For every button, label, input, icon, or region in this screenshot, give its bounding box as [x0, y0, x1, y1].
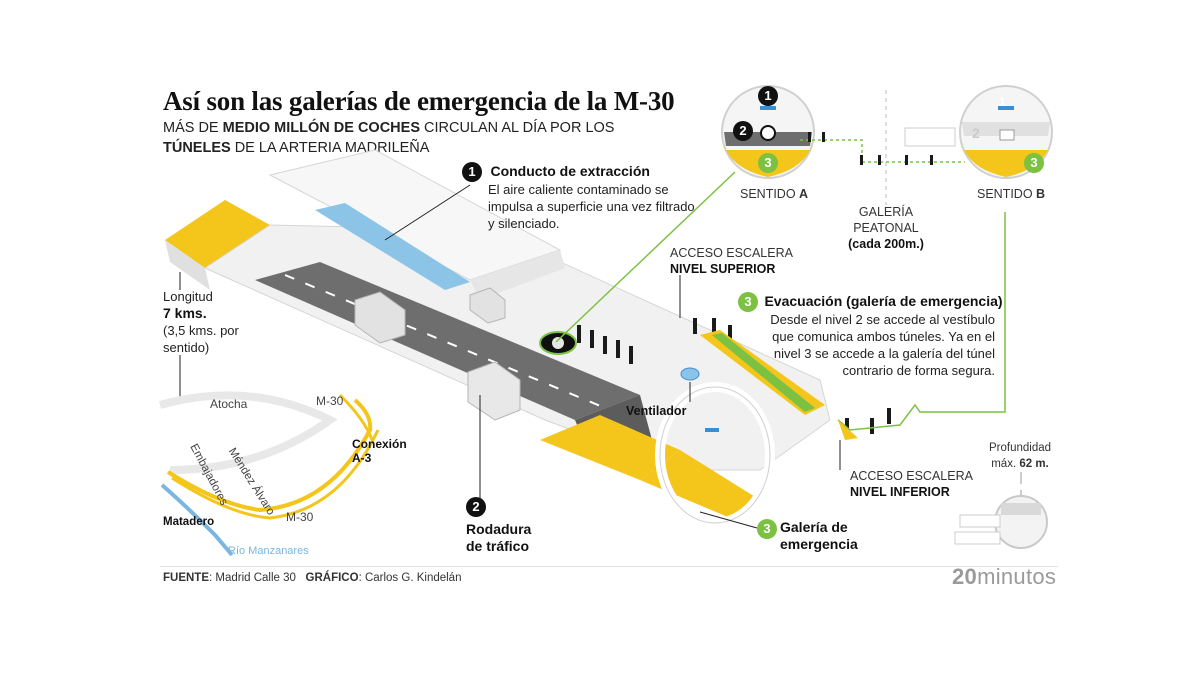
callout-2-title: Rodadura de tráfico: [466, 521, 532, 554]
footer-divider: [160, 566, 1058, 567]
map-m30-bottom: M-30: [286, 510, 314, 524]
mini-a-level-2: 2: [733, 121, 753, 141]
people-walking: [577, 318, 891, 434]
callout-1-title: Conducto de extracción: [490, 163, 650, 179]
truck-3: [469, 287, 506, 324]
fan: [680, 367, 700, 381]
truck-1: [354, 291, 406, 344]
mini-b-level-3: 3: [1024, 153, 1044, 173]
subtitle: MÁS DE MEDIO MILLÓN DE COCHES CIRCULAN A…: [163, 120, 615, 156]
ventilador-label: Ventilador: [626, 404, 687, 418]
callout-galeria: 3: [757, 519, 777, 539]
map-matadero: Matadero: [163, 516, 215, 528]
acceso-superior-label: ACCESO ESCALERA NIVEL SUPERIOR: [670, 246, 793, 276]
footer-credits: FUENTE: Madrid Calle 30 GRÁFICO: Carlos …: [163, 572, 462, 584]
number-badge-2: 2: [466, 497, 486, 517]
number-badge-1: 1: [462, 162, 482, 182]
galeria-peatonal-label: GALERÍA PEATONAL (cada 200m.): [848, 205, 924, 251]
truck-2: [467, 361, 521, 421]
callout-galeria-title: Galería de emergencia: [780, 519, 858, 552]
extraction-duct: [315, 203, 470, 290]
mini-b-level-1: 1: [999, 95, 1006, 109]
river: [160, 483, 234, 557]
map-m30-top: M-30: [316, 394, 344, 408]
floor-gallery: [540, 415, 680, 480]
area-map: [158, 391, 380, 557]
sentido-a-label: SENTIDO A: [740, 187, 809, 201]
page-title: Así son las galerías de emergencia de la…: [163, 86, 675, 116]
acceso-inferior-label: ACCESO ESCALERA NIVEL INFERIOR: [850, 469, 973, 499]
brand-logo: 20minutos: [952, 564, 1057, 589]
mini-a-level-1: 1: [758, 86, 778, 106]
lower-trail: [837, 212, 1006, 431]
tunnel-left-end: [165, 200, 270, 268]
map-atocha: Atocha: [210, 397, 248, 411]
callout-evacuacion: 3 Evacuación (galería de emergencia): [738, 292, 1003, 312]
mini-a-level-3: 3: [758, 153, 778, 173]
callout-extraccion: 1 Conducto de extracción: [462, 162, 650, 182]
number-badge-3: 3: [738, 292, 758, 312]
map-rio: Río Manzanares: [228, 545, 309, 557]
sentido-b-label: SENTIDO B: [977, 187, 1046, 201]
callout-3-title: Evacuación (galería de emergencia): [764, 293, 1003, 309]
depth-indicator: [954, 472, 1048, 549]
callout-1-body: El aire caliente contaminado se impulsa …: [488, 182, 695, 231]
map-conexion: Conexión A-3: [352, 437, 407, 465]
longitud-label: Longitud 7 kms. (3,5 kms. por sentido): [163, 289, 239, 355]
m30-road: [166, 398, 373, 513]
callout-3-body: Desde el nivel 2 se accede al vestíbulo …: [770, 312, 995, 378]
mini-b-level-2: 2: [972, 125, 980, 141]
profundidad-label: Profundidad máx. 62 m.: [988, 442, 1052, 470]
